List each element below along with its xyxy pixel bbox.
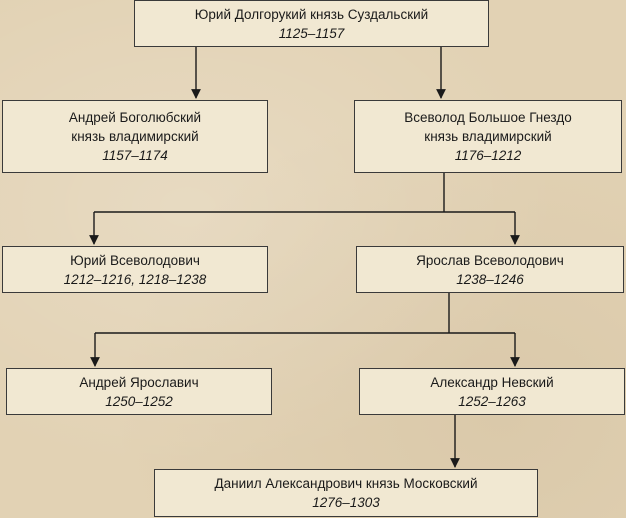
node-name: Андрей Ярославич: [79, 374, 199, 390]
node-yuri-vsevolodovich: Юрий Всеволодович 1212–1216, 1218–1238: [2, 246, 268, 293]
node-title: князь владимирский: [71, 129, 199, 144]
node-name: Ярослав Всеволодович: [416, 252, 564, 268]
node-andrei-yaroslavich: Андрей Ярославич 1250–1252: [6, 368, 272, 415]
node-name: Андрей Боголюбский: [68, 110, 202, 125]
node-name: Александр Невский: [430, 374, 554, 390]
node-alexander-nevsky: Александр Невский 1252–1263: [359, 368, 625, 415]
node-years: 1125–1157: [278, 25, 345, 41]
node-daniil: Даниил Александрович князь Московский 12…: [154, 469, 538, 517]
node-vsevolod: Всеволод Большое Гнездо князь владимирск…: [354, 100, 622, 173]
node-name: Даниил Александрович князь Московский: [214, 476, 478, 491]
node-name: Юрий Долгорукий князь Суздальский: [194, 6, 429, 22]
node-years: 1176–1212: [454, 148, 522, 163]
node-name: Всеволод Большое Гнездо: [404, 110, 572, 125]
node-years: 1276–1303: [312, 495, 380, 510]
node-name: Юрий Всеволодович: [70, 252, 200, 268]
node-yuri-dolgoruky: Юрий Долгорукий князь Суздальский 1125–1…: [134, 0, 489, 47]
node-andrei-bogolyubsky: Андрей Боголюбский князь владимирский 11…: [2, 100, 268, 173]
node-yaroslav: Ярослав Всеволодович 1238–1246: [356, 246, 624, 293]
node-years: 1250–1252: [105, 393, 173, 409]
node-years: 1252–1263: [458, 393, 526, 409]
node-years: 1212–1216, 1218–1238: [63, 271, 207, 287]
node-title: князь владимирский: [424, 129, 552, 144]
edge-yaroslav-to-children: [90, 293, 520, 367]
edge-vsevolod-to-children: [89, 173, 520, 245]
node-years: 1157–1174: [102, 148, 168, 163]
node-years: 1238–1246: [456, 271, 524, 287]
